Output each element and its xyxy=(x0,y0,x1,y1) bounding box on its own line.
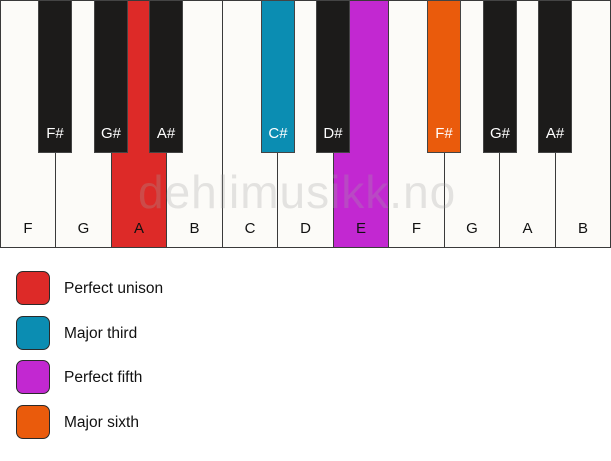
legend-label: Major sixth xyxy=(64,413,139,431)
legend-label: Perfect unison xyxy=(64,280,164,297)
legend-label: Major third xyxy=(64,324,138,342)
black-key-f-sharp-sixth: F# xyxy=(427,0,461,153)
legend-label: Perfect fifth xyxy=(64,369,143,386)
color-swatch xyxy=(16,360,50,394)
key-label: F# xyxy=(46,125,64,142)
key-label: D# xyxy=(323,125,343,142)
key-label: A# xyxy=(156,125,176,142)
color-swatch xyxy=(16,271,50,305)
key-label: G xyxy=(77,220,90,237)
key-label: B xyxy=(577,220,588,237)
key-label: B xyxy=(189,220,200,237)
black-key-g-sharp2: G# xyxy=(483,0,517,153)
piano-keyboard: F G A B C D E F G A B F# G# A# C# D# F# … xyxy=(0,0,611,248)
key-label: F# xyxy=(435,125,453,142)
color-swatch xyxy=(16,315,50,350)
black-key-g-sharp: G# xyxy=(94,0,128,153)
black-key-a-sharp: A# xyxy=(149,0,183,153)
key-label: C# xyxy=(268,125,288,142)
black-key-c-sharp-third: C# xyxy=(261,0,295,153)
key-label: E xyxy=(355,220,366,237)
key-label: G xyxy=(466,220,478,237)
black-key-a-sharp2: A# xyxy=(538,0,572,153)
key-label: D xyxy=(300,220,311,237)
key-label: C xyxy=(244,220,256,237)
key-label: F xyxy=(411,220,422,237)
key-label: F xyxy=(23,220,33,237)
key-label: G# xyxy=(100,125,121,142)
key-label: A xyxy=(133,220,144,237)
color-swatch xyxy=(16,404,50,439)
key-label: A# xyxy=(545,125,565,142)
key-label: G# xyxy=(489,125,510,142)
black-key-f-sharp: F# xyxy=(38,0,72,153)
black-key-d-sharp: D# xyxy=(316,0,350,153)
key-label: A xyxy=(522,220,533,237)
